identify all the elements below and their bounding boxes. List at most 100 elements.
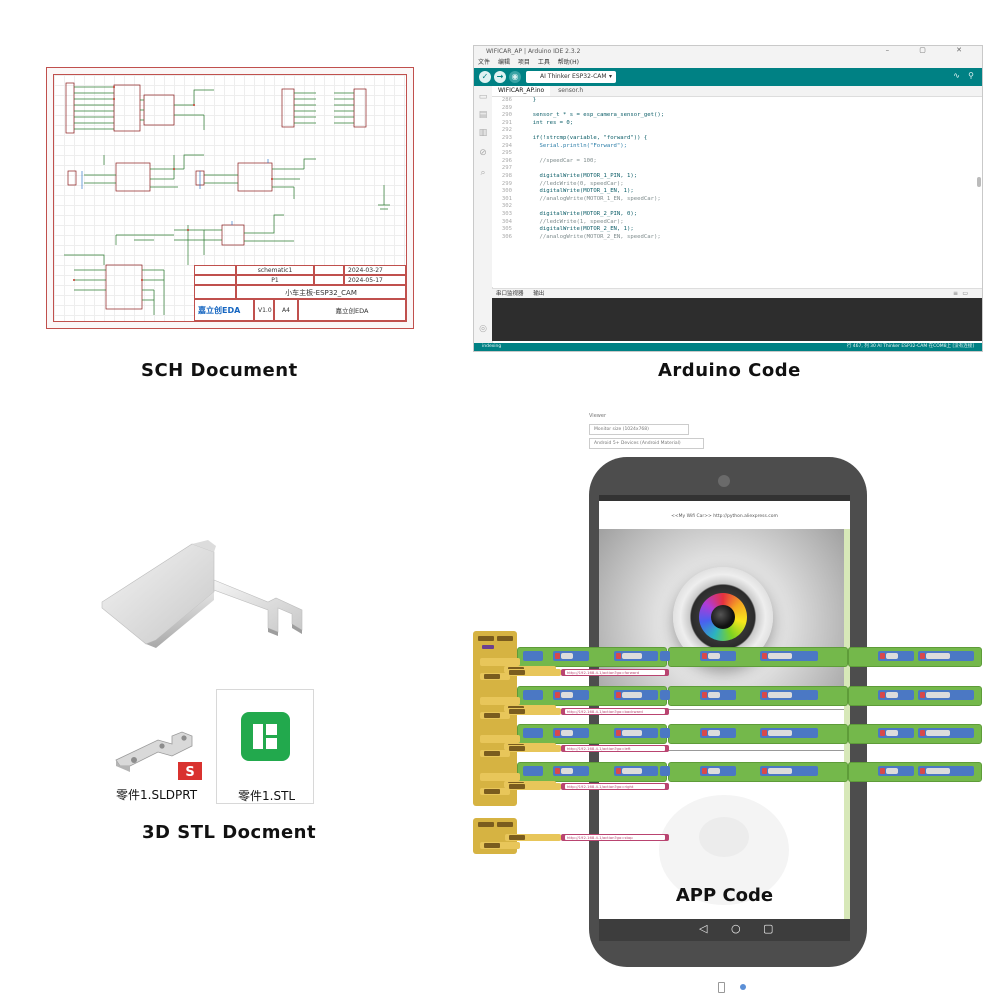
- number-block[interactable]: [962, 690, 974, 700]
- variable-name[interactable]: [561, 653, 573, 659]
- board-selector[interactable]: AI Thinker ESP32-CAM ▾: [526, 71, 616, 83]
- get-tag[interactable]: [555, 730, 560, 736]
- get-tag[interactable]: [702, 653, 707, 659]
- math-block[interactable]: [668, 724, 848, 744]
- component-name[interactable]: [484, 751, 500, 756]
- number-block[interactable]: [660, 766, 670, 776]
- event-label[interactable]: [497, 822, 513, 827]
- variable-name[interactable]: [622, 730, 642, 736]
- tab-serial-monitor[interactable]: 串口监视器: [496, 291, 524, 297]
- get-tag[interactable]: [762, 692, 767, 698]
- variable-name[interactable]: [768, 768, 792, 774]
- number-block[interactable]: [523, 651, 543, 661]
- variable-name[interactable]: [768, 653, 792, 659]
- minimize-icon[interactable]: ▭: [962, 290, 968, 297]
- number-block[interactable]: [962, 728, 974, 738]
- number-block[interactable]: [806, 690, 818, 700]
- get-tag[interactable]: [880, 692, 885, 698]
- serial-monitor-icon[interactable]: ⚲: [968, 71, 974, 80]
- debug-button[interactable]: ◉: [509, 71, 521, 83]
- number-block[interactable]: [962, 766, 974, 776]
- variable-name[interactable]: [708, 653, 720, 659]
- recents-icon[interactable]: ▢: [763, 922, 774, 935]
- menu-item[interactable]: 帮助(H): [557, 59, 579, 66]
- variable-name[interactable]: [886, 653, 898, 659]
- output-console[interactable]: [492, 298, 982, 341]
- number-block[interactable]: [660, 690, 670, 700]
- folder-icon[interactable]: ▭: [478, 92, 488, 102]
- component-name[interactable]: [509, 670, 525, 675]
- tab-main[interactable]: WIFICAR_AP.ino: [492, 86, 551, 96]
- variable-name[interactable]: [886, 730, 898, 736]
- variable-name[interactable]: [561, 692, 573, 698]
- get-tag[interactable]: [880, 653, 885, 659]
- component-name[interactable]: [509, 784, 525, 789]
- component-name[interactable]: [484, 843, 500, 848]
- variable-name[interactable]: [926, 653, 950, 659]
- number-block[interactable]: [523, 728, 543, 738]
- get-tag[interactable]: [762, 653, 767, 659]
- variable-name[interactable]: [886, 768, 898, 774]
- version-select[interactable]: Android 5+ Devices (Android Material): [589, 438, 704, 449]
- get-tag[interactable]: [555, 692, 560, 698]
- library-icon[interactable]: ▥: [478, 128, 488, 138]
- call-block[interactable]: [480, 842, 520, 849]
- get-tag[interactable]: [880, 730, 885, 736]
- menu-item[interactable]: 文件: [478, 59, 491, 66]
- menu-item[interactable]: 编辑: [497, 59, 510, 66]
- variable-name[interactable]: [768, 730, 792, 736]
- window-controls[interactable]: – ▢ ✕: [885, 46, 976, 54]
- back-icon[interactable]: ◁: [699, 922, 708, 935]
- number-block[interactable]: [660, 651, 670, 661]
- menu-item[interactable]: 项目: [517, 59, 530, 66]
- variable-name[interactable]: [708, 692, 720, 698]
- control-pad[interactable]: [659, 795, 789, 905]
- get-tag[interactable]: [702, 768, 707, 774]
- variable-name[interactable]: [926, 730, 950, 736]
- get-tag[interactable]: [920, 692, 925, 698]
- setter-block[interactable]: [505, 834, 561, 841]
- url-text-block[interactable]: http://192.168.4.1/action?go=stop: [561, 834, 669, 841]
- get-tag[interactable]: [555, 768, 560, 774]
- component-name[interactable]: [509, 746, 525, 751]
- number-block[interactable]: [523, 690, 543, 700]
- component-name[interactable]: [484, 674, 500, 679]
- get-tag[interactable]: [920, 730, 925, 736]
- setter-block[interactable]: [480, 735, 520, 743]
- number-block[interactable]: [660, 728, 670, 738]
- variable-name[interactable]: [561, 768, 573, 774]
- get-tag[interactable]: [920, 653, 925, 659]
- event-label[interactable]: [497, 636, 513, 641]
- get-tag[interactable]: [920, 768, 925, 774]
- setter-block[interactable]: [480, 658, 520, 666]
- upload-button[interactable]: →: [494, 71, 506, 83]
- setter-block[interactable]: [505, 783, 561, 790]
- setter-block[interactable]: [480, 773, 520, 781]
- setter-block[interactable]: [505, 708, 561, 715]
- get-tag[interactable]: [616, 730, 621, 736]
- event-label[interactable]: [478, 636, 494, 641]
- setter-block[interactable]: [505, 669, 561, 676]
- sldprt-file-icon[interactable]: S: [112, 716, 206, 782]
- setter-block[interactable]: [480, 697, 520, 705]
- get-tag[interactable]: [880, 768, 885, 774]
- url-text-block[interactable]: http://192.168.4.1/action?go=left: [561, 745, 669, 752]
- variable-name[interactable]: [708, 768, 720, 774]
- component-name[interactable]: [509, 709, 525, 714]
- variable-name[interactable]: [708, 730, 720, 736]
- serial-plotter-icon[interactable]: ∿: [953, 71, 960, 80]
- url-text-block[interactable]: http://192.168.4.1/action?go=forward: [561, 669, 669, 676]
- get-tag[interactable]: [702, 692, 707, 698]
- number-block[interactable]: [962, 651, 974, 661]
- event-param[interactable]: [482, 645, 494, 649]
- account-icon[interactable]: ◎: [479, 324, 487, 334]
- get-tag[interactable]: [616, 692, 621, 698]
- get-tag[interactable]: [616, 768, 621, 774]
- list-icon[interactable]: ≡: [952, 290, 958, 297]
- math-block[interactable]: [668, 647, 848, 667]
- variable-name[interactable]: [768, 692, 792, 698]
- get-tag[interactable]: [702, 730, 707, 736]
- get-tag[interactable]: [762, 730, 767, 736]
- get-tag[interactable]: [555, 653, 560, 659]
